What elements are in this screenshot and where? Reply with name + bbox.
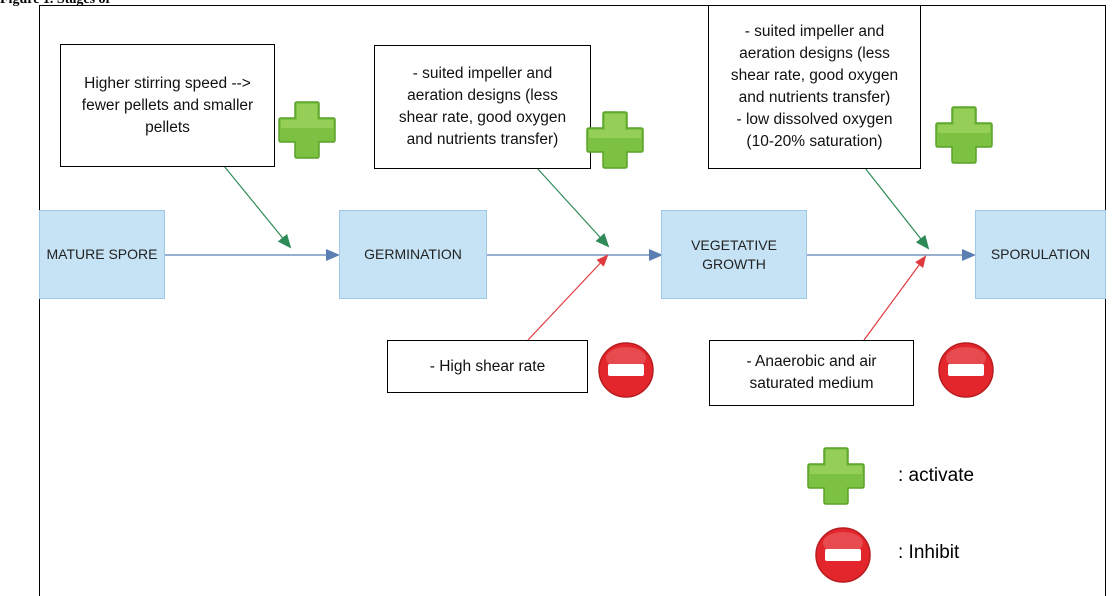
stage-vegetative-growth: VEGETATIVE GROWTH bbox=[661, 210, 807, 299]
stage-sporulation: SPORULATION bbox=[975, 210, 1106, 299]
minus-icon bbox=[937, 341, 995, 399]
activate-arrow-sporulation bbox=[865, 168, 928, 248]
activate-arrow-vegetative bbox=[537, 168, 608, 246]
inhibitor-note-vegetative-growth: - High shear rate bbox=[387, 340, 588, 393]
activate-arrow-germination bbox=[224, 166, 290, 247]
stage-germination-label: GERMINATION bbox=[364, 245, 462, 263]
stage-mature-spore: MATURE SPORE bbox=[39, 210, 165, 299]
stage-mature-spore-label: MATURE SPORE bbox=[47, 245, 158, 263]
plus-icon bbox=[583, 108, 647, 172]
activator-note-germination: Higher stirring speed --> fewer pellets … bbox=[60, 44, 275, 167]
stage-sporulation-label: SPORULATION bbox=[991, 245, 1090, 263]
stage-vegetative-growth-label: VEGETATIVE GROWTH bbox=[691, 236, 777, 272]
minus-icon bbox=[597, 341, 655, 399]
inhibit-arrow-vegetative bbox=[528, 256, 607, 340]
stage-germination: GERMINATION bbox=[339, 210, 487, 299]
plus-icon bbox=[275, 98, 339, 162]
inhibitor-note-sporulation: - Anaerobic and air saturated medium bbox=[709, 340, 914, 406]
legend-plus-icon bbox=[804, 444, 868, 508]
activator-note-vegetative-growth: - suited impeller and aeration designs (… bbox=[374, 45, 591, 169]
plus-icon bbox=[932, 103, 996, 167]
activator-note-sporulation: - suited impeller and aeration designs (… bbox=[708, 5, 921, 169]
legend-inhibit-label: : Inhibit bbox=[898, 542, 959, 564]
inhibit-arrow-sporulation bbox=[864, 257, 925, 340]
legend-minus-icon bbox=[814, 526, 872, 584]
legend-activate-label: : activate bbox=[898, 465, 974, 487]
